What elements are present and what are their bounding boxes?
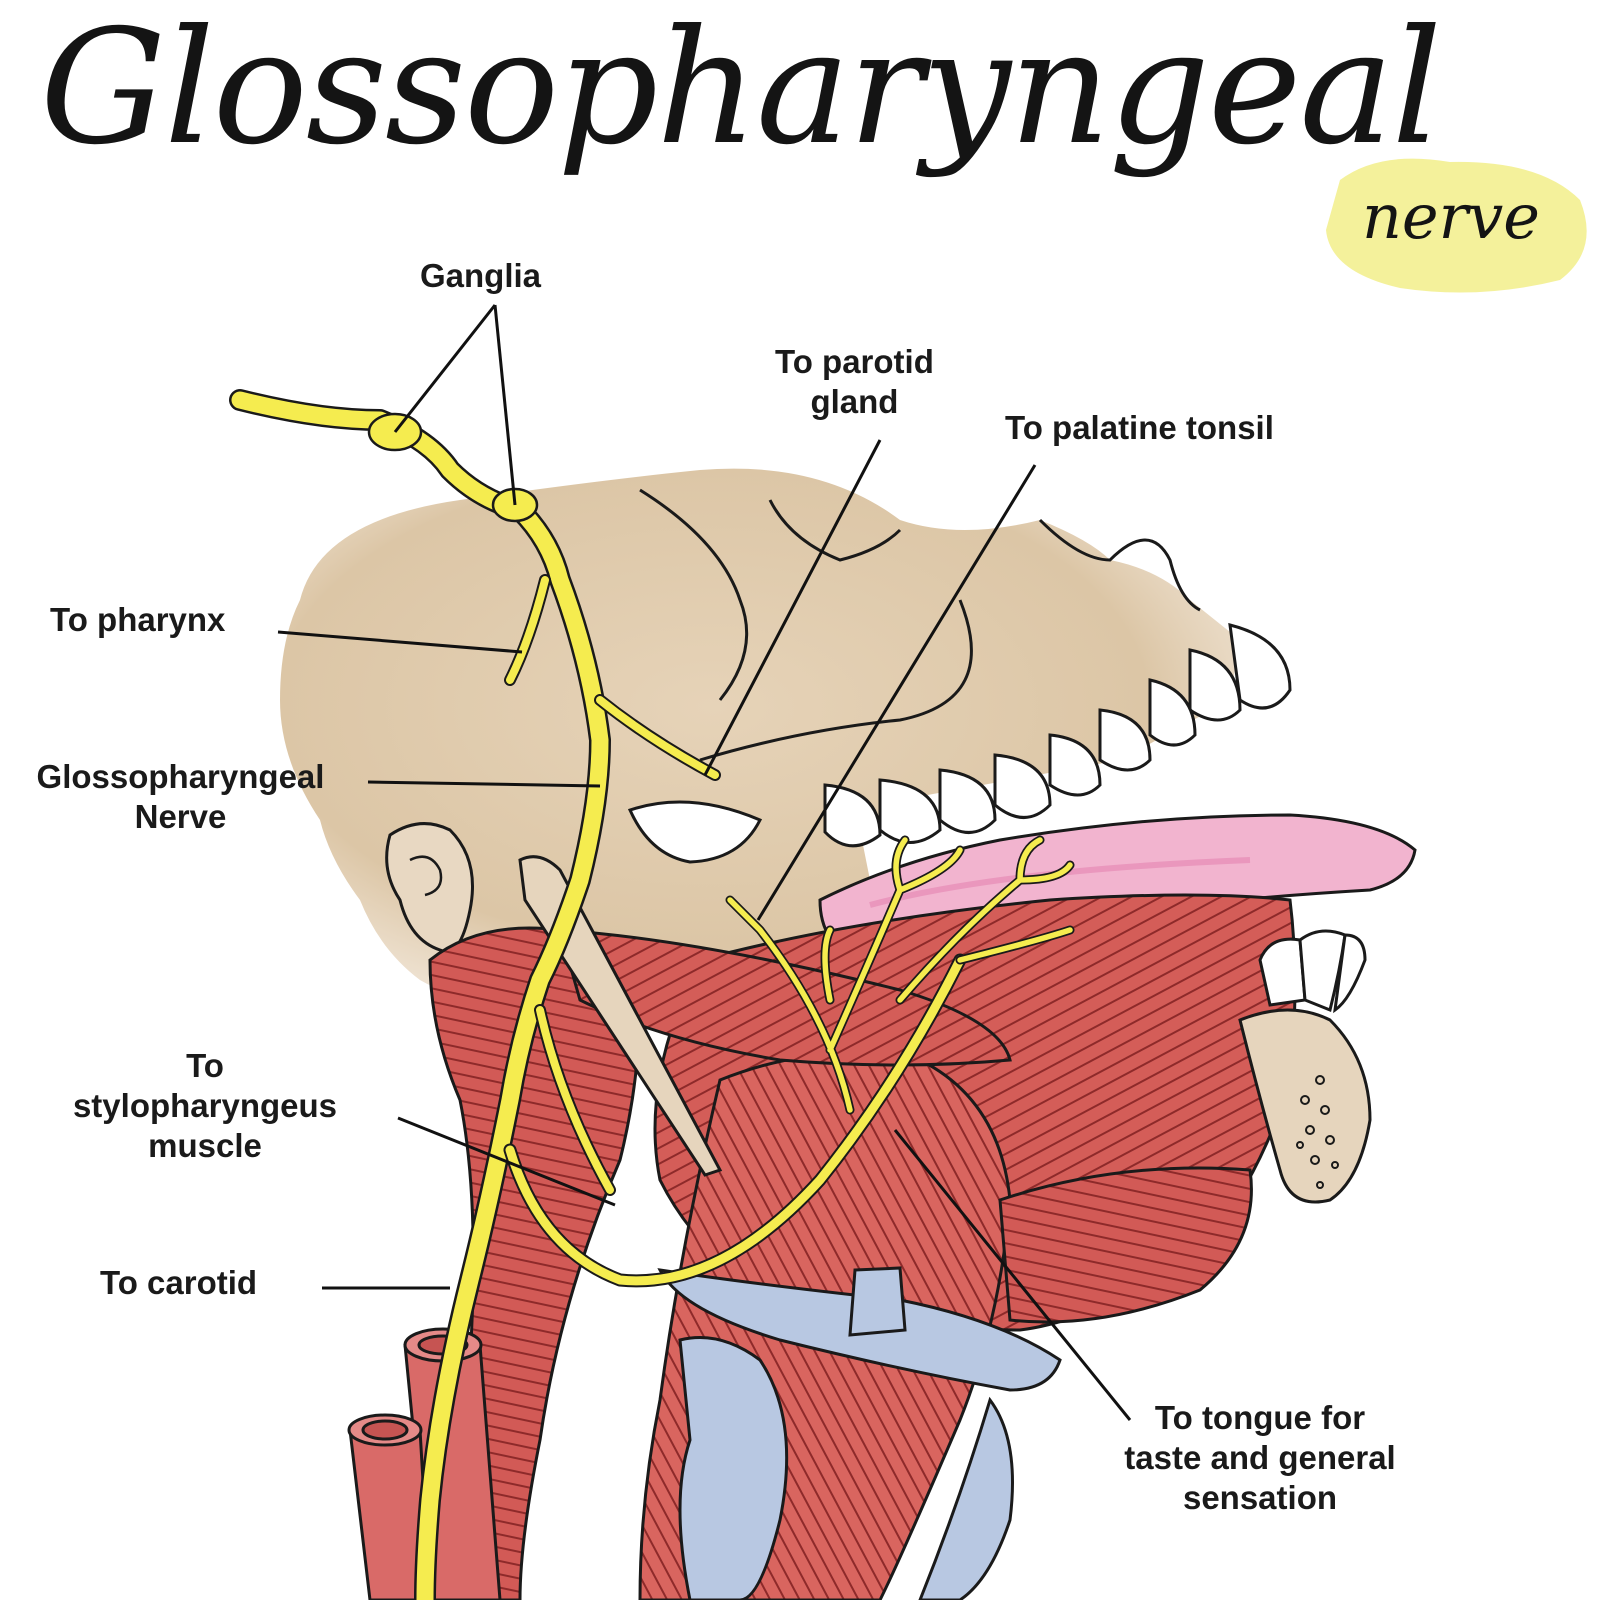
glossopharyngeal-nerve <box>229 389 1075 1600</box>
label-nerve-line2: Nerve <box>134 798 227 835</box>
label-stylo-line1: To <box>186 1047 224 1084</box>
label-nerve: Glossopharyngeal Nerve <box>8 757 353 837</box>
label-tongue-line3: sensation <box>1182 1479 1338 1516</box>
leader-tongue <box>893 1129 1132 1421</box>
label-pharynx-text: To pharynx <box>50 601 226 638</box>
label-tongue-line2: taste and general <box>1124 1439 1396 1476</box>
leader-stylo <box>397 1116 616 1207</box>
diagram-title: Glossopharyngeal <box>40 0 1442 180</box>
label-stylo-line2: stylopharyngeus <box>72 1087 338 1124</box>
label-ganglia: Ganglia <box>420 256 541 296</box>
label-nerve-line1: Glossopharyngeal <box>36 758 325 795</box>
label-parotid: To parotid gland <box>775 342 934 422</box>
label-tonsil: To palatine tonsil <box>1005 408 1274 448</box>
larynx <box>678 1336 789 1600</box>
styloglossus-muscle <box>557 928 1012 1067</box>
cartilage <box>848 1266 907 1337</box>
diagram-subtitle: nerve <box>1362 180 1540 253</box>
mandible-bone <box>1238 1008 1372 1204</box>
label-tonsil-text: To palatine tonsil <box>1005 409 1274 446</box>
geniohyoid-muscle <box>998 1166 1253 1324</box>
upper-teeth <box>823 623 1292 848</box>
lower-teeth <box>1258 929 1367 1014</box>
label-parotid-line1: To parotid <box>775 343 934 380</box>
label-carotid: To carotid <box>100 1263 257 1303</box>
label-parotid-line2: gland <box>810 383 899 420</box>
label-carotid-text: To carotid <box>100 1264 258 1301</box>
leader-lines <box>277 304 1132 1421</box>
label-stylo-line3: muscle <box>148 1127 262 1164</box>
label-pharynx: To pharynx <box>50 600 225 640</box>
leader-parotid <box>703 439 882 776</box>
leader-ganglia <box>393 304 517 506</box>
leader-tonsil <box>756 464 1037 921</box>
skull-outline <box>639 488 749 701</box>
leader-nerve <box>367 780 601 788</box>
label-tongue: To tongue for taste and general sensatio… <box>1105 1398 1415 1518</box>
bone-pores <box>1296 1075 1339 1189</box>
label-tongue-line1: To tongue for <box>1154 1399 1366 1436</box>
orbit-opening <box>627 800 763 864</box>
label-ganglia-text: Ganglia <box>420 257 542 294</box>
subtitle-highlight <box>1326 158 1587 293</box>
carotid-vessels <box>347 1327 502 1600</box>
label-stylopharyngeus: To stylopharyngeus muscle <box>45 1046 365 1166</box>
leader-pharynx <box>277 630 523 654</box>
